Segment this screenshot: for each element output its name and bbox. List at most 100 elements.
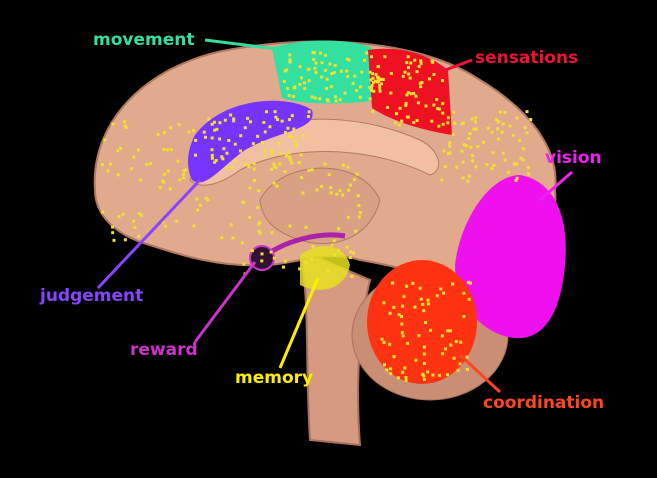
coordination-region: [367, 260, 477, 384]
activity-dot: [132, 155, 136, 159]
activity-dot: [501, 151, 505, 155]
activity-dot: [263, 130, 267, 134]
activity-dot: [476, 145, 480, 149]
activity-dot: [419, 59, 423, 63]
activity-dot: [498, 110, 502, 114]
activity-dot: [449, 329, 453, 333]
activity-dot: [358, 211, 362, 215]
activity-dot: [116, 149, 120, 153]
activity-dot: [112, 238, 116, 242]
activity-dot: [456, 368, 460, 372]
activity-dot: [414, 94, 418, 98]
activity-dot: [242, 200, 246, 204]
activity-dot: [298, 267, 302, 271]
activity-dot: [149, 162, 153, 166]
activity-dot: [467, 137, 471, 141]
activity-dot: [283, 69, 287, 73]
activity-dot: [423, 320, 427, 324]
activity-dot: [242, 262, 246, 266]
activity-dot: [467, 297, 471, 301]
activity-dot: [161, 179, 165, 183]
activity-dot: [297, 161, 301, 165]
activity-dot: [501, 122, 505, 126]
activity-dot: [515, 176, 519, 180]
activity-dot: [287, 118, 291, 122]
activity-dot: [282, 80, 286, 84]
activity-dot: [490, 167, 494, 171]
activity-dot: [378, 89, 382, 93]
activity-dot: [421, 372, 425, 376]
activity-dot: [333, 95, 337, 99]
activity-dot: [378, 86, 382, 90]
activity-dot: [359, 85, 363, 89]
activity-dot: [288, 158, 292, 162]
activity-dot: [441, 122, 445, 126]
activity-dot: [441, 102, 445, 106]
activity-dot: [233, 158, 237, 162]
activity-dot: [257, 189, 261, 193]
activity-dot: [511, 133, 515, 137]
activity-dot: [422, 352, 426, 356]
activity-dot: [525, 131, 529, 135]
activity-dot: [248, 120, 252, 124]
activity-dot: [175, 219, 179, 223]
activity-dot: [214, 158, 218, 162]
activity-dot: [437, 373, 441, 377]
activity-dot: [307, 169, 311, 173]
activity-dot: [275, 184, 279, 188]
activity-dot: [187, 130, 191, 134]
activity-dot: [441, 111, 445, 115]
vision-region: [455, 175, 566, 339]
activity-dot: [371, 110, 375, 114]
activity-dot: [466, 179, 470, 183]
activity-dot: [382, 301, 386, 305]
activity-dot: [409, 92, 413, 96]
activity-dot: [412, 121, 416, 125]
activity-dot: [407, 72, 411, 76]
activity-dot: [341, 193, 345, 197]
activity-dot: [196, 208, 200, 212]
activity-dot: [392, 305, 396, 309]
activity-dot: [529, 118, 533, 122]
activity-dot: [474, 165, 478, 169]
activity-dot: [386, 105, 390, 109]
activity-dot: [288, 58, 292, 62]
activity-dot: [389, 72, 393, 76]
activity-dot: [343, 91, 347, 95]
activity-dot: [274, 115, 278, 119]
activity-dot: [382, 340, 386, 344]
activity-dot: [519, 156, 523, 160]
activity-dot: [370, 83, 374, 87]
activity-dot: [352, 178, 356, 182]
activity-dot: [182, 169, 186, 173]
activity-dot: [441, 79, 445, 83]
activity-dot: [222, 147, 226, 151]
activity-dot: [416, 101, 420, 105]
activity-dot: [278, 162, 282, 166]
activity-dot: [496, 127, 500, 131]
activity-dot: [192, 129, 196, 133]
activity-dot: [521, 147, 525, 151]
activity-dot: [401, 370, 405, 374]
activity-dot: [491, 151, 495, 155]
activity-dot: [355, 172, 359, 176]
memory-pointer: [278, 277, 320, 369]
activity-dot: [405, 284, 409, 288]
activity-dot: [218, 121, 222, 125]
activity-dot: [240, 241, 244, 245]
activity-dot: [436, 107, 440, 111]
activity-dot: [518, 138, 522, 142]
activity-dot: [215, 127, 219, 131]
activity-dot: [273, 110, 277, 114]
activity-dot: [206, 198, 210, 202]
activity-dot: [139, 178, 143, 182]
activity-dot: [490, 130, 494, 134]
activity-dot: [294, 144, 298, 148]
activity-dot: [198, 203, 202, 207]
activity-dot: [389, 91, 393, 95]
activity-dot: [304, 261, 308, 265]
activity-dot: [492, 163, 496, 167]
activity-dot: [351, 81, 355, 85]
activity-dot: [405, 61, 409, 65]
activity-dot: [287, 151, 291, 155]
